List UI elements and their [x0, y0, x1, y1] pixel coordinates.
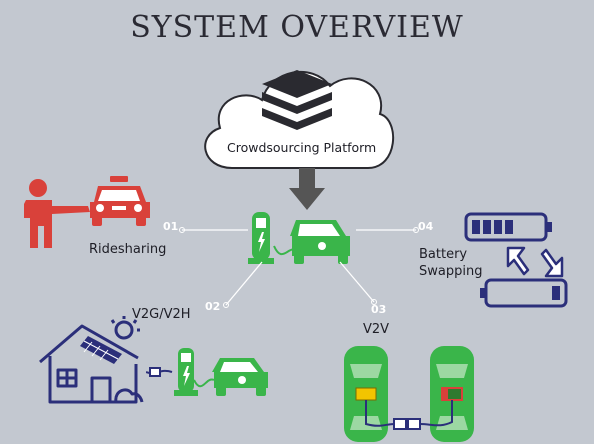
item-04-label: Battery Swapping [419, 247, 483, 279]
battery-swap-icon [464, 212, 568, 308]
v2g-charger-car-icon [146, 348, 268, 396]
house-solar-icon [39, 316, 144, 404]
person-pointing-icon [24, 179, 90, 248]
item-04-number: 04 [418, 220, 434, 233]
cloud-platform-icon [204, 70, 395, 169]
item-02-number: 02 [205, 300, 221, 313]
central-charger-car-icon [248, 212, 350, 264]
item-02-label: V2G/V2H [132, 307, 191, 322]
page-title: SYSTEM OVERVIEW [130, 10, 464, 45]
item-01-label: Ridesharing [89, 242, 167, 257]
taxi-icon [90, 176, 150, 226]
down-arrow-icon [289, 168, 325, 210]
platform-label: Crowdsourcing Platform [227, 140, 377, 155]
item-03-label: V2V [363, 322, 390, 337]
item-01-number: 01 [163, 220, 179, 233]
v2v-cars-icon [344, 346, 474, 442]
item-03-number: 03 [371, 303, 387, 316]
